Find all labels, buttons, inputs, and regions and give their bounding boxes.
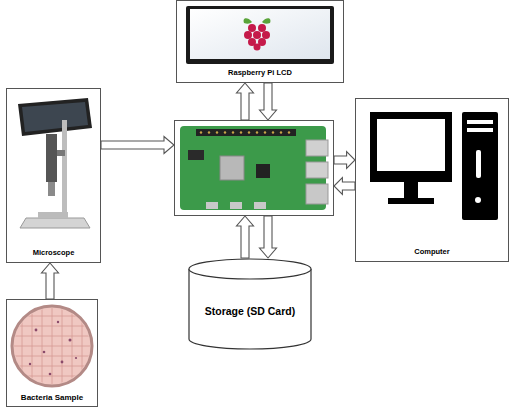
petri-dish — [12, 306, 92, 386]
display-box: Raspberry Pi LCD — [176, 0, 344, 83]
storage-cylinder: Storage (SD Card) — [188, 258, 312, 350]
block-arrow — [237, 83, 254, 120]
node-label: Microscope — [33, 249, 75, 258]
microscope-illustration — [18, 98, 92, 228]
cylinder-top — [189, 259, 311, 279]
block-arrow — [260, 83, 277, 120]
node-label: Bacteria Sample — [21, 393, 83, 402]
block-arrow — [101, 137, 174, 154]
raspberry-pi-board — [180, 126, 328, 210]
cylinder-body — [189, 269, 311, 349]
block-arrow — [260, 216, 277, 258]
cylinder-outline — [188, 258, 312, 350]
controller-box — [174, 120, 334, 216]
node-label: Raspberry Pi LCD — [228, 69, 292, 78]
block-arrow — [334, 178, 355, 195]
block-arrow — [237, 216, 254, 258]
block-arrow — [42, 263, 59, 299]
microscope-box: Microscope — [6, 88, 101, 263]
lcd-illustration — [186, 6, 334, 64]
computer-icon — [370, 112, 498, 220]
computer-box: Computer — [355, 98, 509, 262]
sample-box: Bacteria Sample — [6, 299, 98, 407]
node-label: Computer — [414, 248, 449, 257]
node-label: Storage (SD Card) — [205, 305, 295, 317]
block-arrow — [334, 152, 355, 169]
